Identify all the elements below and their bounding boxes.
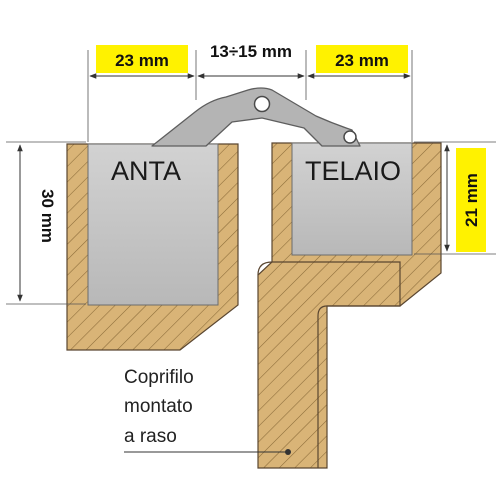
note-leader-dot-icon bbox=[285, 449, 291, 455]
frame-hinge-body bbox=[291, 142, 413, 256]
dim-top-middle: 13÷15 mm bbox=[210, 42, 292, 61]
frame-label: TELAIO bbox=[305, 156, 401, 186]
hinge-pivot-right-icon bbox=[343, 130, 357, 144]
dim-right-height: 21 mm bbox=[462, 173, 481, 227]
note-line-3: a raso bbox=[124, 426, 177, 447]
sash-hinge-body bbox=[87, 143, 219, 306]
casing-trim bbox=[257, 261, 401, 468]
hinge-arm bbox=[151, 87, 361, 147]
dim-label-bg bbox=[456, 148, 486, 252]
dim-top-left: 23 mm bbox=[115, 51, 169, 70]
dim-label-bg bbox=[316, 45, 408, 73]
dim-label-bg bbox=[96, 45, 188, 73]
note-line-1: Coprifilo bbox=[124, 367, 194, 388]
note-line-2: montato bbox=[124, 396, 193, 417]
dim-left-height: 30 mm bbox=[38, 189, 57, 243]
sash-label: ANTA bbox=[111, 156, 181, 186]
dim-top-right: 23 mm bbox=[335, 51, 389, 70]
hinge-pivot-top-icon bbox=[253, 95, 271, 113]
